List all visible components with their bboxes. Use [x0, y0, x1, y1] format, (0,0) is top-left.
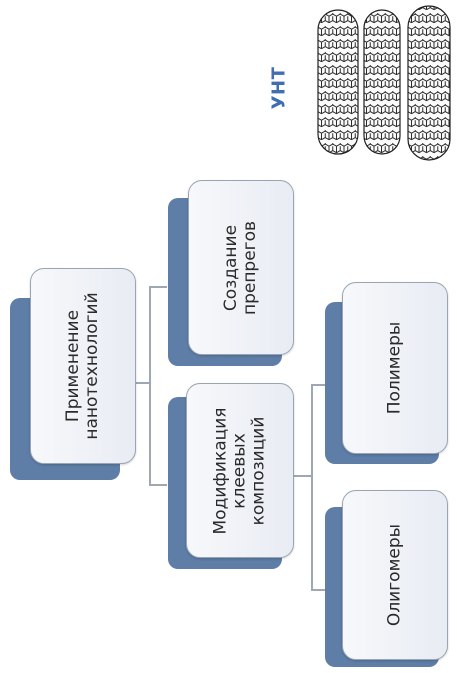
connector-adhesive-trunk — [292, 475, 312, 477]
connector-to-polymers — [311, 384, 331, 386]
node-oligomers-label: Олигомеры — [384, 523, 405, 627]
node-prepregs-label: Создание препрегов — [221, 220, 260, 315]
node-polymers-label: Полимеры — [384, 321, 405, 415]
nanotube-3 — [407, 5, 451, 161]
node-polymers: Полимеры — [342, 282, 448, 454]
carbon-nanotubes-icon — [317, 5, 451, 161]
connector-root-branch-vertical — [149, 286, 151, 485]
nanotube-1 — [317, 9, 359, 155]
node-root-label: Применение нанотехнологий — [63, 292, 102, 440]
node-oligomers: Олигомеры — [342, 490, 448, 660]
nanotubes-label-text: УНТ — [268, 66, 290, 110]
node-prepregs: Создание препрегов — [188, 180, 294, 355]
node-adhesive: Модификация клеевых композиций — [186, 383, 294, 558]
nanotube-2 — [363, 9, 401, 155]
nanotubes-label: УНТ — [250, 59, 308, 117]
node-root: Применение нанотехнологий — [30, 268, 136, 464]
node-adhesive-label: Модификация клеевых композиций — [210, 407, 269, 534]
connector-to-oligomers — [311, 589, 331, 591]
connector-adhesive-branch-vertical — [311, 384, 313, 590]
connector-to-adhesive — [149, 484, 167, 486]
connector-to-prepregs — [149, 286, 167, 288]
